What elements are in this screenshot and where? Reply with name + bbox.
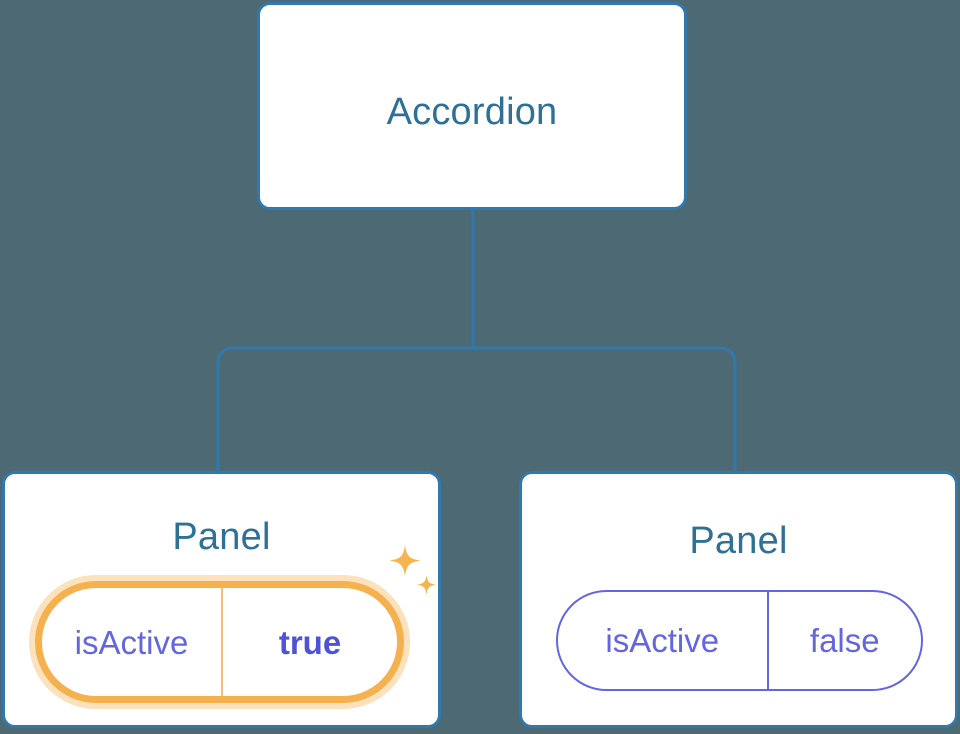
- prop-key-isactive: isActive: [42, 588, 224, 696]
- prop-pill-isactive-true[interactable]: isActive true: [29, 575, 410, 709]
- connector-branch-bar: [216, 346, 737, 471]
- prop-value-false: false: [809, 622, 880, 659]
- node-panel-inactive-title: Panel: [689, 520, 788, 562]
- prop-value-true: true: [278, 623, 342, 661]
- node-accordion[interactable]: Accordion: [257, 2, 687, 210]
- prop-pill-isactive-false[interactable]: isActive false: [556, 590, 923, 691]
- prop-pill-body: isActive true: [35, 581, 404, 703]
- prop-key-isactive: isActive: [558, 592, 769, 689]
- node-panel-active-title: Panel: [172, 516, 271, 558]
- node-accordion-title: Accordion: [386, 91, 558, 133]
